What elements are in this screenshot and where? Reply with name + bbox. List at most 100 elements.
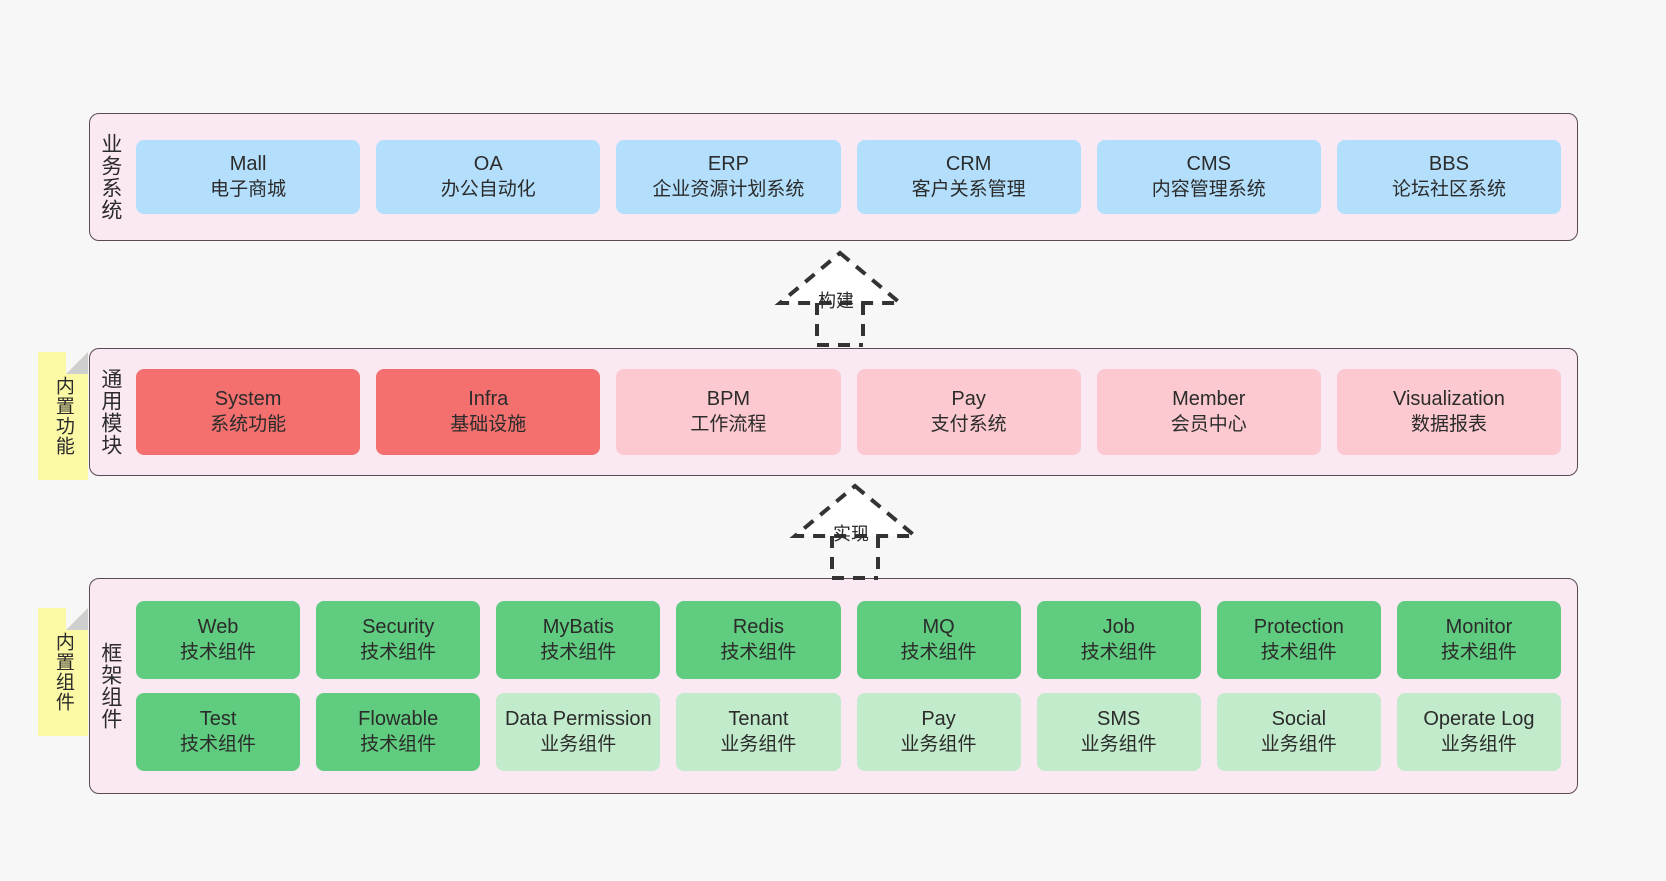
card-system[interactable]: System 系统功能: [136, 369, 361, 455]
card-subtitle: 技术组件: [720, 641, 797, 663]
note-fold-icon: [66, 608, 88, 630]
card-title: Tenant: [728, 708, 789, 731]
card-member[interactable]: Member 会员中心: [1096, 369, 1321, 455]
card-subtitle: 会员中心: [1170, 413, 1247, 435]
card-subtitle: 电子商城: [210, 178, 287, 200]
card-subtitle: 业务组件: [720, 733, 797, 755]
connector-implement: 实现: [775, 478, 935, 580]
card-title: BPM: [706, 388, 751, 411]
layer-body-common-module: System 系统功能 Infra 基础设施 BPM 工作流程 Pay 支付系统…: [130, 349, 1577, 475]
layer-title-business-system: 业务系统: [98, 133, 122, 221]
layer-title-framework-component: 框架组件: [98, 642, 122, 730]
card-erp[interactable]: ERP 企业资源计划系统: [616, 140, 841, 214]
framework-card-row-2: Test 技术组件 Flowable 技术组件 Data Permission …: [136, 693, 1561, 771]
card-subtitle: 办公自动化: [440, 178, 536, 200]
layer-body-business-system: Mall 电子商城 OA 办公自动化 ERP 企业资源计划系统 CRM 客户关系…: [130, 114, 1577, 240]
card-visualization[interactable]: Visualization 数据报表: [1336, 369, 1562, 455]
connector-build: 构建: [760, 245, 920, 347]
card-title: System: [214, 388, 282, 411]
card-job[interactable]: Job 技术组件: [1036, 601, 1201, 679]
card-subtitle: 数据报表: [1410, 413, 1487, 435]
card-title: Web: [197, 616, 239, 639]
card-pay-module[interactable]: Pay 支付系统: [856, 369, 1081, 455]
card-title: Redis: [732, 616, 784, 639]
card-subtitle: 技术组件: [900, 641, 977, 663]
note-builtin-function-label: 内置功能: [52, 376, 74, 456]
note-builtin-component-label: 内置组件: [52, 632, 74, 712]
card-subtitle: 业务组件: [1440, 733, 1517, 755]
card-subtitle: 系统功能: [210, 413, 287, 435]
card-subtitle: 技术组件: [1260, 641, 1337, 663]
card-title: Monitor: [1445, 616, 1513, 639]
card-title: MyBatis: [542, 616, 614, 639]
card-title: CMS: [1186, 153, 1231, 176]
card-crm[interactable]: CRM 客户关系管理: [856, 140, 1081, 214]
layer-title-common-module: 通用模块: [98, 368, 122, 456]
card-subtitle: 业务组件: [1260, 733, 1337, 755]
card-subtitle: 技术组件: [180, 641, 257, 663]
card-data-permission[interactable]: Data Permission 业务组件: [496, 693, 661, 771]
card-bpm[interactable]: BPM 工作流程: [616, 369, 841, 455]
card-monitor[interactable]: Monitor 技术组件: [1396, 601, 1561, 679]
card-subtitle: 支付系统: [930, 413, 1007, 435]
card-bbs[interactable]: BBS 论坛社区系统: [1336, 140, 1562, 214]
card-subtitle: 企业资源计划系统: [652, 178, 805, 200]
card-title: Protection: [1253, 616, 1344, 639]
card-web[interactable]: Web 技术组件: [136, 601, 301, 679]
card-subtitle: 技术组件: [360, 733, 437, 755]
card-subtitle: 基础设施: [450, 413, 527, 435]
card-subtitle: 论坛社区系统: [1391, 178, 1506, 200]
card-mq[interactable]: MQ 技术组件: [856, 601, 1021, 679]
card-subtitle: 内容管理系统: [1151, 178, 1266, 200]
card-mall[interactable]: Mall 电子商城: [136, 140, 361, 214]
connector-implement-label: 实现: [833, 524, 869, 544]
card-subtitle: 技术组件: [1440, 641, 1517, 663]
card-subtitle: 技术组件: [540, 641, 617, 663]
card-title: Mall: [229, 153, 267, 176]
card-title: Pay: [921, 708, 956, 731]
card-title: Security: [362, 616, 435, 639]
card-title: Data Permission: [504, 708, 652, 731]
card-cms[interactable]: CMS 内容管理系统: [1096, 140, 1321, 214]
connector-build-label: 构建: [818, 291, 854, 311]
card-title: Member: [1172, 388, 1246, 411]
card-tenant[interactable]: Tenant 业务组件: [676, 693, 841, 771]
card-sms[interactable]: SMS 业务组件: [1036, 693, 1201, 771]
note-builtin-function: 内置功能: [38, 352, 88, 480]
card-subtitle: 技术组件: [180, 733, 257, 755]
card-subtitle: 技术组件: [360, 641, 437, 663]
card-social[interactable]: Social 业务组件: [1216, 693, 1381, 771]
card-title: Test: [199, 708, 237, 731]
card-flowable[interactable]: Flowable 技术组件: [316, 693, 481, 771]
framework-card-row-1: Web 技术组件 Security 技术组件 MyBatis 技术组件 Redi…: [136, 601, 1561, 679]
common-card-row: System 系统功能 Infra 基础设施 BPM 工作流程 Pay 支付系统…: [136, 369, 1562, 455]
card-mybatis[interactable]: MyBatis 技术组件: [496, 601, 661, 679]
card-title: Flowable: [358, 708, 439, 731]
card-infra[interactable]: Infra 基础设施: [376, 369, 601, 455]
card-subtitle: 业务组件: [900, 733, 977, 755]
card-title: OA: [473, 153, 503, 176]
business-card-row: Mall 电子商城 OA 办公自动化 ERP 企业资源计划系统 CRM 客户关系…: [136, 140, 1562, 214]
card-title: BBS: [1428, 153, 1469, 176]
layer-body-framework-component: Web 技术组件 Security 技术组件 MyBatis 技术组件 Redi…: [130, 579, 1577, 793]
card-subtitle: 业务组件: [540, 733, 617, 755]
card-title: SMS: [1097, 708, 1141, 731]
card-security[interactable]: Security 技术组件: [316, 601, 481, 679]
card-operate-log[interactable]: Operate Log 业务组件: [1396, 693, 1561, 771]
layer-framework-component: 框架组件 Web 技术组件 Security 技术组件 MyBatis 技术组件…: [89, 578, 1578, 794]
card-redis[interactable]: Redis 技术组件: [676, 601, 841, 679]
card-subtitle: 技术组件: [1080, 641, 1157, 663]
card-subtitle: 客户关系管理: [911, 178, 1026, 200]
card-title: MQ: [922, 616, 955, 639]
card-test[interactable]: Test 技术组件: [136, 693, 301, 771]
card-oa[interactable]: OA 办公自动化: [376, 140, 601, 214]
card-title: Operate Log: [1423, 708, 1535, 731]
card-subtitle: 业务组件: [1080, 733, 1157, 755]
card-title: ERP: [707, 153, 749, 176]
card-title: Infra: [468, 388, 509, 411]
card-title: Social: [1271, 708, 1327, 731]
note-fold-icon: [66, 352, 88, 374]
card-pay-component[interactable]: Pay 业务组件: [856, 693, 1021, 771]
card-protection[interactable]: Protection 技术组件: [1216, 601, 1381, 679]
card-title: Visualization: [1392, 388, 1505, 411]
